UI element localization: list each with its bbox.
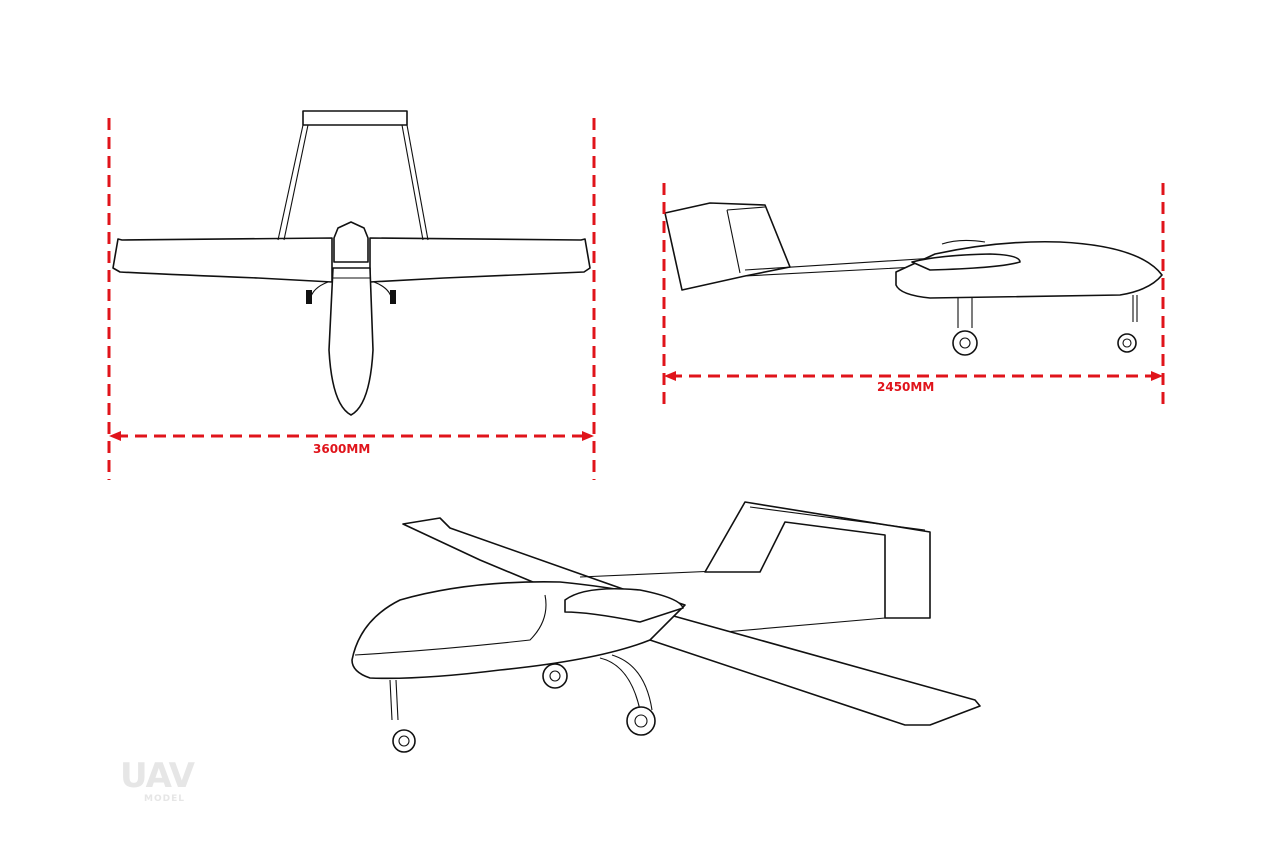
watermark-sub: MODEL — [144, 794, 185, 804]
watermark-logo: UAV MODEL — [120, 756, 195, 805]
top-view — [112, 110, 591, 416]
perspective-view — [351, 501, 981, 753]
persp-right-wing — [639, 614, 981, 726]
side-view — [664, 202, 1163, 356]
length-dimension — [662, 183, 1165, 410]
side-landing-gear — [957, 295, 1138, 328]
side-wing — [911, 253, 1021, 271]
top-h-tail — [302, 110, 408, 126]
wingspan-label: 3600MM — [313, 442, 371, 456]
wingspan-dimension — [107, 118, 596, 480]
side-boom — [744, 257, 936, 277]
top-wheel-left — [306, 290, 312, 304]
watermark-main: UAV — [120, 756, 195, 796]
persp-canopy — [564, 587, 684, 623]
top-booms — [277, 124, 429, 241]
side-nose-wheel — [1117, 333, 1137, 353]
persp-nose-wheel — [392, 729, 416, 753]
persp-wheel — [626, 706, 656, 736]
side-main-wheel — [952, 330, 978, 356]
top-fuselage — [328, 267, 374, 416]
length-label: 2450MM — [877, 380, 935, 394]
persp-landing-gear — [389, 654, 653, 721]
top-canopy — [333, 221, 369, 263]
side-tail — [664, 202, 791, 291]
persp-wheel — [542, 663, 568, 689]
top-left-wing — [112, 237, 333, 283]
top-right-wing — [369, 237, 591, 283]
top-wheel-right — [390, 290, 396, 304]
persp-tail — [704, 501, 931, 619]
